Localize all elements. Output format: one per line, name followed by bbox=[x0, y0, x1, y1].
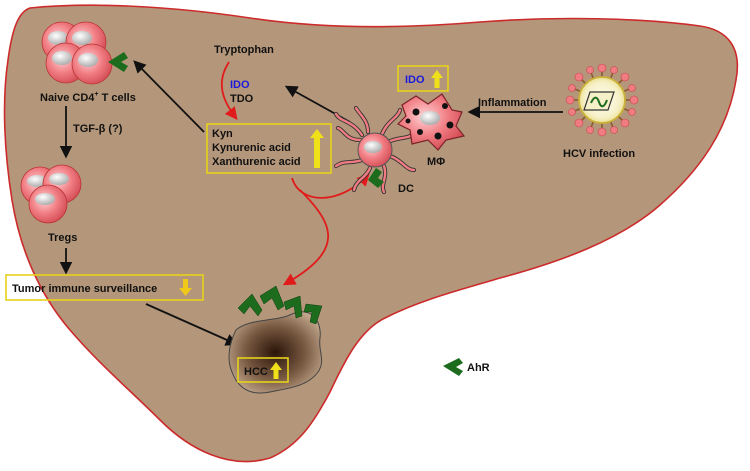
macrophage-ido-label: IDO bbox=[405, 74, 425, 86]
arrow-kyn-to-hcc bbox=[282, 189, 329, 286]
arrow-tryptophan-to-kyn bbox=[221, 61, 238, 120]
tumor-surveillance-label: Tumor immune surveillance bbox=[12, 283, 157, 295]
hcc-tumor bbox=[228, 311, 323, 394]
xanthurenic-acid-label: Xanthurenic acid bbox=[212, 156, 301, 168]
down-arrow-icon bbox=[179, 279, 192, 296]
kynurenic-acid-label: Kynurenic acid bbox=[212, 142, 291, 154]
hcc-box bbox=[237, 357, 289, 383]
ahr-receptor-icon bbox=[303, 303, 323, 325]
kyn-label: Kyn bbox=[212, 128, 233, 140]
tregs-label: Tregs bbox=[48, 232, 77, 244]
ahr-receptor-icon bbox=[259, 285, 285, 311]
hcv-virus-icon bbox=[565, 63, 639, 137]
ahr-receptor-icon bbox=[237, 293, 263, 317]
macrophage-label: MΦ bbox=[427, 156, 445, 168]
up-arrow-icon bbox=[270, 362, 282, 379]
macrophage-cell bbox=[396, 93, 466, 151]
ahr-receptor-icon bbox=[108, 52, 128, 72]
kynurenine-metabolites-box bbox=[206, 123, 332, 174]
up-arrow-icon bbox=[310, 129, 324, 168]
dendritic-cell bbox=[333, 105, 417, 195]
inflammation-label: Inflammation bbox=[478, 97, 547, 109]
tryptophan-label: Tryptophan bbox=[214, 44, 274, 56]
liver-shape bbox=[3, 4, 739, 463]
ahr-receptor-icon bbox=[283, 295, 303, 319]
dc-label: DC bbox=[398, 183, 414, 195]
naive-cd4-cells bbox=[41, 21, 113, 85]
macrophage-ido-box bbox=[397, 65, 449, 92]
ahr-legend-icon bbox=[443, 358, 463, 376]
tgf-beta-label: TGF-β (?) bbox=[73, 123, 123, 135]
tregs-cells bbox=[20, 164, 82, 224]
hcc-label: HCC bbox=[244, 366, 268, 378]
up-arrow-icon bbox=[431, 70, 443, 88]
ahr-receptor-icon bbox=[368, 168, 384, 188]
naive-cd4-label: Naive CD4+ T cells bbox=[40, 91, 136, 104]
ido-label: IDO bbox=[230, 79, 250, 91]
hcv-infection-label: HCV infection bbox=[563, 148, 635, 160]
arrow-surveillance-to-hcc bbox=[145, 303, 239, 346]
tumor-surveillance-box bbox=[5, 274, 204, 301]
arrow-kyn-to-tcells bbox=[133, 60, 205, 133]
tdo-label: TDO bbox=[230, 93, 254, 105]
ahr-legend-label: AhR bbox=[467, 362, 490, 374]
